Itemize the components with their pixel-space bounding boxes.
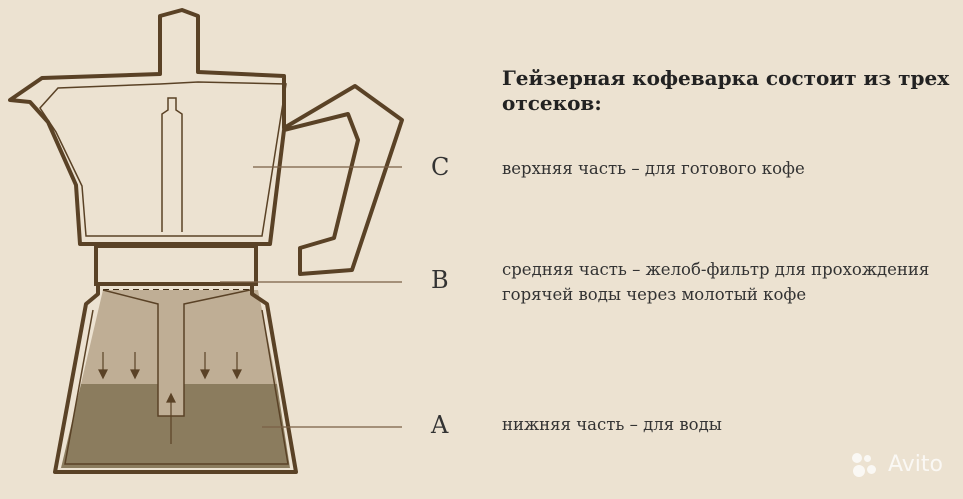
lower-chamber-inner-line bbox=[64, 309, 289, 465]
avito-logo-icon bbox=[852, 452, 882, 477]
label-letter-c: C bbox=[431, 153, 450, 181]
avito-watermark-text: Avito bbox=[888, 452, 943, 477]
label-letter-a: A bbox=[431, 411, 449, 439]
central-spout bbox=[161, 97, 183, 232]
diagram-title: Гейзерная кофеварка состоит из трех отсе… bbox=[502, 66, 950, 115]
description-upper-part: верхняя часть – для готового кофе bbox=[502, 159, 805, 178]
upper-chamber-outline bbox=[8, 8, 404, 276]
description-lower-part: нижняя часть – для воды bbox=[502, 415, 722, 434]
label-letter-b: B bbox=[431, 266, 449, 294]
downward-arrows bbox=[98, 352, 242, 380]
avito-watermark: Avito bbox=[852, 452, 943, 477]
upward-arrow bbox=[166, 392, 176, 444]
description-middle-part: средняя часть – желоб-фильтр для прохожд… bbox=[502, 260, 930, 304]
lower-chamber-outline bbox=[53, 282, 298, 474]
lower-chamber-water bbox=[61, 384, 290, 468]
upper-chamber-inner-line bbox=[39, 81, 287, 237]
middle-section-outline bbox=[94, 244, 258, 286]
